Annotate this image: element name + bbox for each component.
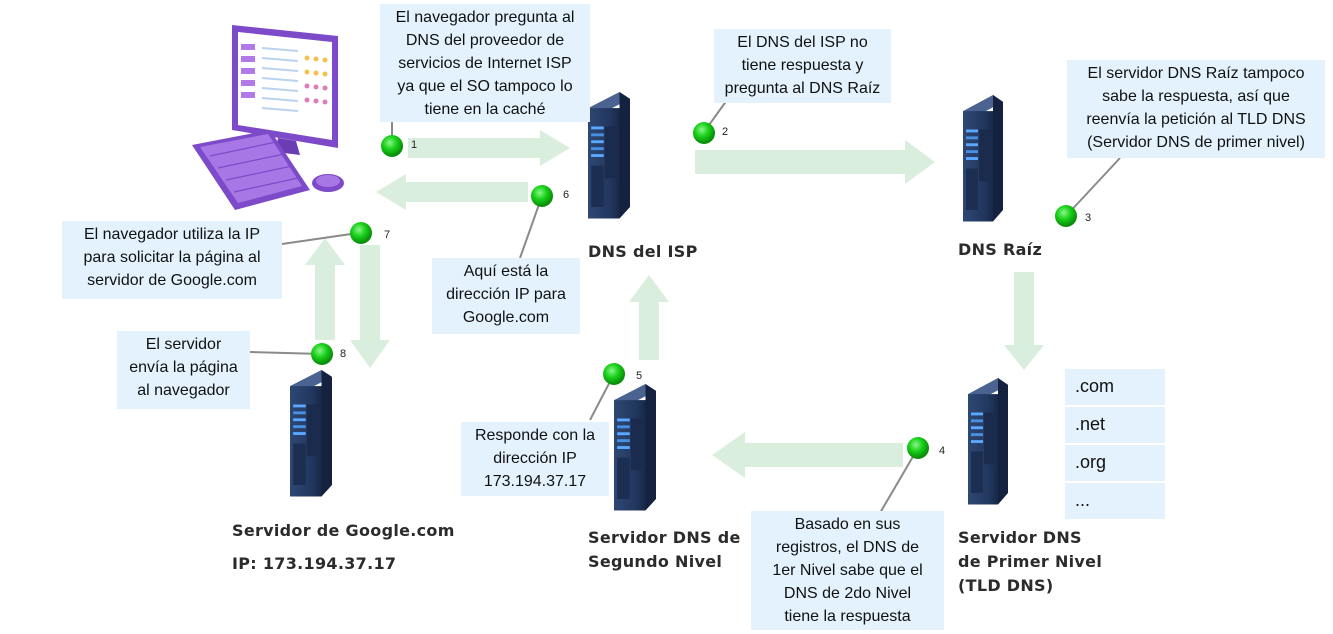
isp-server-icon — [588, 92, 630, 219]
google-server-ip: IP: 173.194.37.17 — [232, 554, 397, 573]
step-number-2: 2 — [722, 126, 729, 138]
callout-5-line: 173.194.37.17 — [483, 473, 587, 490]
callout-4-line: DNS de 2do Nivel — [783, 585, 912, 602]
callout-1-line: servicios de Internet ISP — [398, 55, 572, 72]
callout-3-line: reenvía la petición al TLD DNS — [1086, 111, 1306, 128]
step-dot-3 — [1055, 205, 1077, 227]
tld-server-icon — [968, 378, 1008, 505]
step-dot-8 — [311, 343, 333, 365]
callout-1-line: ya que el SO tampoco lo — [397, 78, 573, 95]
callout-1-line: DNS del proveedor de — [405, 32, 565, 49]
callout-step-1: El navegador pregunta al DNS del proveed… — [380, 4, 590, 122]
flow-arrows — [305, 130, 1044, 478]
callout-3-line: El servidor DNS Raíz tampoco — [1087, 65, 1305, 82]
arrow-step-7 — [305, 238, 345, 340]
step-number-5: 5 — [636, 370, 643, 382]
google-server-label: Servidor de Google.com IP: 173.194.37.17 — [232, 514, 455, 580]
tld-list-item: ... — [1065, 483, 1165, 519]
arrow-step-5 — [629, 275, 669, 360]
callout-step-4: Basado en sus registros, el DNS de 1er N… — [751, 511, 944, 630]
callout-4-line: registros, el DNS de — [775, 539, 920, 556]
callout-1-line: El navegador pregunta al — [395, 9, 575, 26]
callout-4-line: Basado en sus — [794, 516, 901, 533]
step-number-4: 4 — [939, 445, 946, 457]
connector-3 — [1065, 157, 1121, 217]
step-number-3: 3 — [1085, 212, 1092, 224]
tld-dns-label: Servidor DNS de Primer Nivel (TLD DNS) — [958, 526, 1102, 598]
second-level-server-icon — [614, 384, 656, 511]
root-dns-label-line: DNS Raíz — [958, 240, 1043, 259]
tld-dns-label-line: de Primer Nivel — [958, 552, 1103, 571]
callout-step-3: El servidor DNS Raíz tampoco sabe la res… — [1067, 60, 1325, 158]
tld-list-item: .org — [1065, 445, 1165, 481]
callout-step-7: El navegador utiliza la IP para solicita… — [62, 221, 282, 299]
callout-7-line: servidor de Google.com — [87, 272, 257, 289]
step-dot-2 — [693, 122, 715, 144]
callout-2-line: tiene respuesta y — [741, 57, 864, 74]
google-server-icon — [290, 370, 332, 497]
second-level-dns-label-line: Servidor DNS de — [588, 528, 741, 547]
callout-step-5: Responde con la dirección IP 173.194.37.… — [461, 422, 609, 496]
arrow-step-2 — [695, 140, 935, 184]
isp-dns-label-line: DNS del ISP — [588, 242, 698, 261]
computer-icon — [192, 25, 344, 210]
arrow-step-1 — [408, 130, 570, 166]
arrow-step-8 — [350, 245, 390, 368]
step-number-7: 7 — [384, 229, 391, 241]
tld-list-item: .net — [1065, 407, 1165, 443]
step-dot-7 — [350, 222, 372, 244]
connector-8 — [249, 351, 323, 355]
callout-4-line: 1er Nivel sabe que el — [772, 562, 923, 579]
step-dots — [311, 122, 1077, 459]
step-dot-6 — [531, 185, 553, 207]
step-dot-4 — [907, 437, 929, 459]
callout-3-line: sabe la respuesta, así que — [1102, 88, 1290, 105]
callout-6-line: Aquí está la — [463, 263, 549, 280]
callout-7-line: para solicitar la página al — [83, 249, 261, 266]
callout-2-line: El DNS del ISP no — [737, 34, 868, 51]
tld-list-item: .com — [1065, 369, 1165, 405]
google-server-label-line: Servidor de Google.com — [232, 521, 455, 540]
callout-5-line: dirección IP — [493, 450, 577, 467]
callout-5-line: Responde con la — [474, 427, 596, 444]
callout-6-line: Google.com — [462, 309, 550, 326]
callout-step-2: El DNS del ISP no tiene respuesta y preg… — [714, 29, 891, 103]
callout-1-line: tiene en la caché — [424, 101, 546, 118]
callout-6-line: dirección IP para — [446, 286, 566, 303]
callout-step-6: Aquí está la dirección IP para Google.co… — [432, 258, 580, 334]
tld-dns-label-line: Servidor DNS — [958, 528, 1082, 547]
root-dns-label: DNS Raíz — [958, 238, 1042, 262]
arrow-step-6 — [376, 174, 528, 210]
second-level-dns-label-line: Segundo Nivel — [588, 552, 723, 571]
second-level-dns-label: Servidor DNS de Segundo Nivel — [588, 526, 741, 574]
step-number-1: 1 — [411, 139, 418, 151]
callout-7-line: El navegador utiliza la IP — [83, 226, 261, 243]
step-number-6: 6 — [563, 189, 570, 201]
callout-4-line: tiene la respuesta — [784, 608, 911, 625]
step-dot-1 — [381, 135, 403, 157]
tld-dns-label-line: (TLD DNS) — [958, 576, 1054, 595]
callout-8-line: envía la página — [129, 359, 238, 376]
connector-7 — [281, 232, 359, 245]
callout-2-line: pregunta al DNS Raíz — [724, 80, 881, 97]
callout-8-line: El servidor — [145, 336, 222, 353]
step-number-8: 8 — [340, 348, 347, 360]
arrow-step-4 — [712, 432, 903, 478]
callout-step-8: El servidor envía la página al navegador — [117, 331, 250, 409]
root-server-icon — [963, 95, 1003, 222]
connector-4 — [879, 447, 919, 514]
step-dot-5 — [603, 363, 625, 385]
arrow-step-3 — [1004, 272, 1044, 370]
callout-3-line: (Servidor DNS de primer nivel) — [1087, 134, 1305, 151]
callout-8-line: al navegador — [137, 382, 230, 399]
isp-dns-label: DNS del ISP — [588, 240, 698, 264]
